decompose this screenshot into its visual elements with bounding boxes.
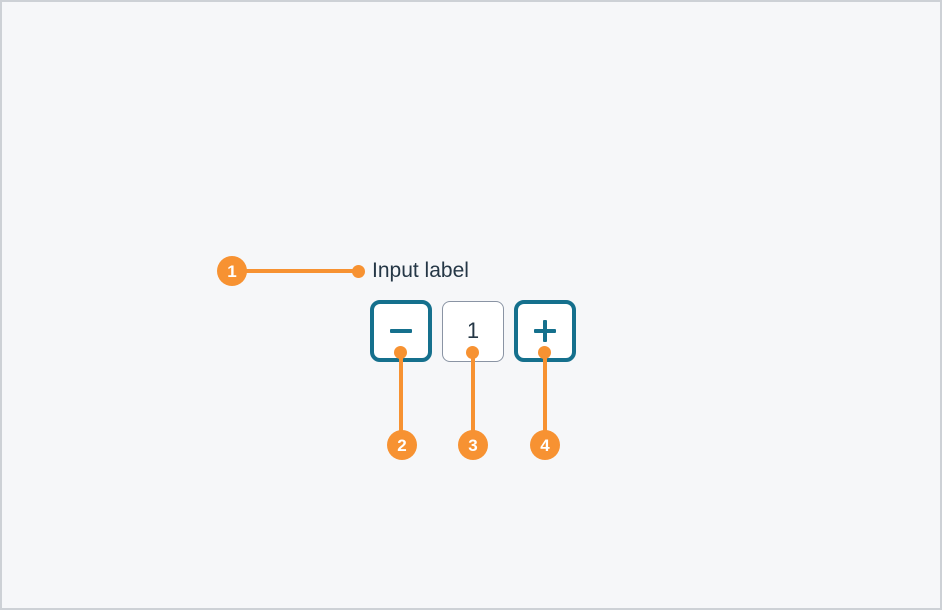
annotation-number-3: 3	[468, 435, 478, 455]
annotation-anchor-dot-1	[352, 265, 365, 278]
annotation-leader-line-3	[471, 352, 475, 436]
annotation-number-4: 4	[540, 435, 550, 455]
minus-icon	[390, 329, 412, 333]
annotation-leader-line-2	[399, 352, 403, 436]
annotation-marker-4: 4	[530, 430, 560, 460]
annotation-number-1: 1	[227, 261, 237, 281]
annotation-marker-2: 2	[387, 430, 417, 460]
plus-icon	[534, 320, 556, 342]
annotation-marker-3: 3	[458, 430, 488, 460]
annotation-number-2: 2	[397, 435, 407, 455]
stepper-input-label: Input label	[372, 259, 469, 282]
annotation-leader-line-4	[543, 352, 547, 436]
annotation-leader-line-1	[242, 269, 354, 273]
